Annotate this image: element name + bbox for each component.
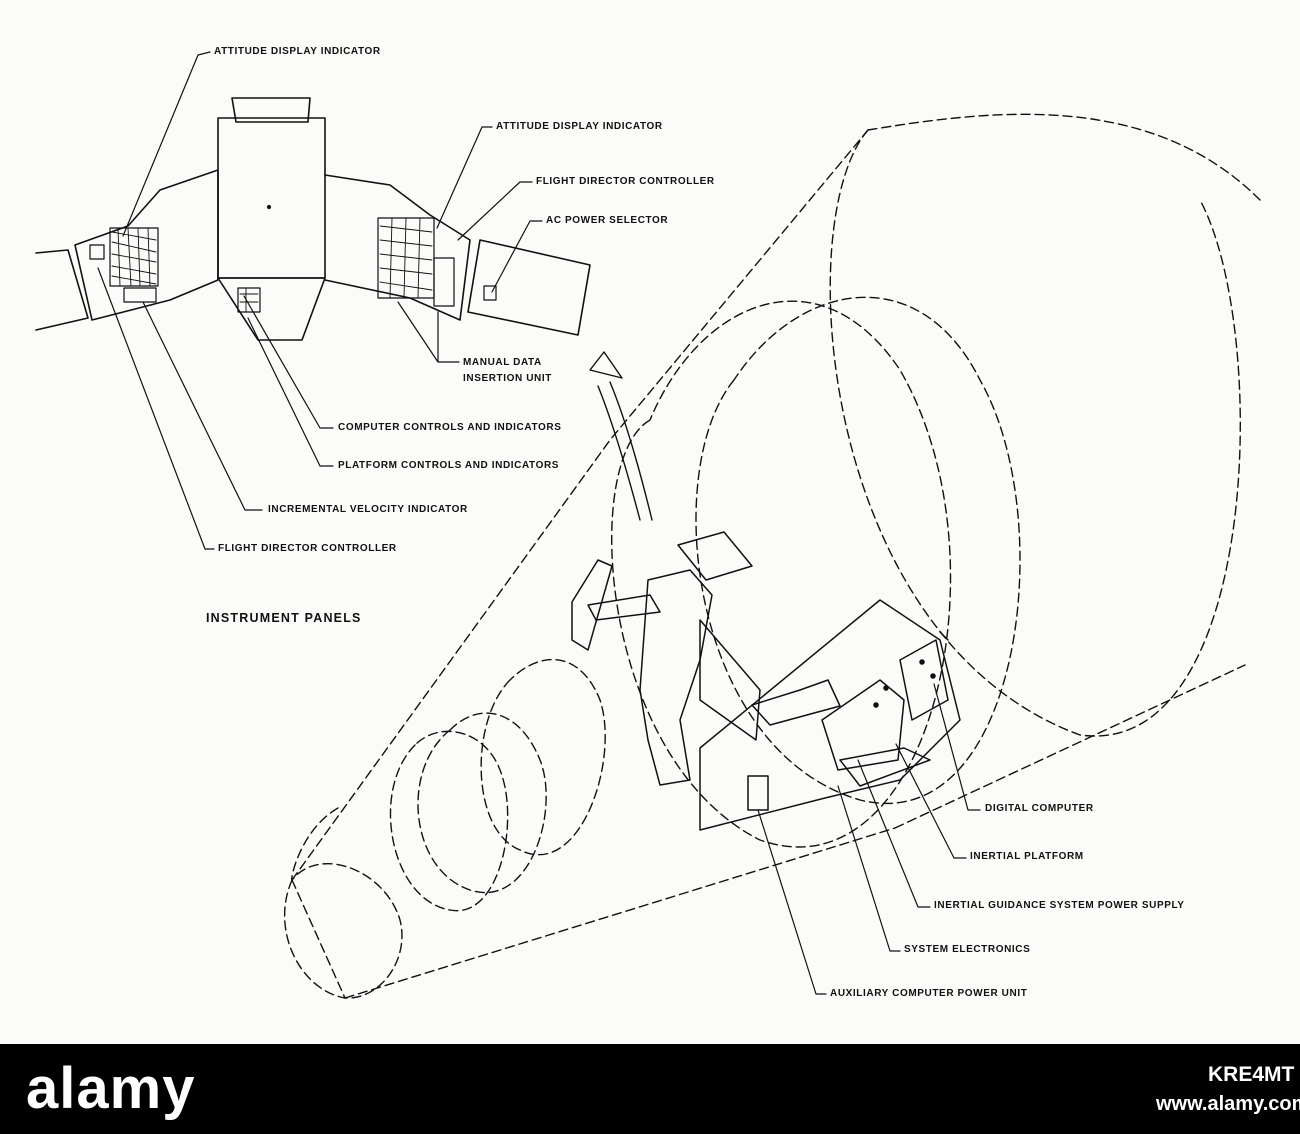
label-igs-power-supply: INERTIAL GUIDANCE SYSTEM POWER SUPPLY [934,900,1185,911]
label-inertial-platform: INERTIAL PLATFORM [970,851,1084,862]
label-incremental-velocity: INCREMENTAL VELOCITY INDICATOR [268,504,468,515]
section-title: INSTRUMENT PANELS [206,611,362,625]
label-attitude-display-left: ATTITUDE DISPLAY INDICATOR [214,46,381,57]
line-drawing [35,51,1261,999]
instrument-panel-drawing [35,51,591,550]
label-attitude-display-right: ATTITUDE DISPLAY INDICATOR [496,121,663,132]
watermark-footer [0,1044,1300,1134]
image-id: KRE4MT [1208,1063,1295,1086]
label-manual-data-line1: MANUAL DATA [463,357,542,368]
label-flight-director-controller-left: FLIGHT DIRECTOR CONTROLLER [218,543,397,554]
diagram-canvas: ATTITUDE DISPLAY INDICATOR ATTITUDE DISP… [35,46,1261,999]
site-url: www.alamy.com [1156,1093,1300,1115]
label-platform-controls: PLATFORM CONTROLS AND INDICATORS [338,460,560,471]
label-aux-computer-power: AUXILIARY COMPUTER POWER UNIT [830,988,1028,999]
interior-equipment [571,531,961,831]
equipment-leader-lines [757,683,981,995]
label-flight-director-controller-right: FLIGHT DIRECTOR CONTROLLER [536,176,715,187]
label-system-electronics: SYSTEM ELECTRONICS [904,944,1031,955]
label-manual-data-line2: INSERTION UNIT [463,373,552,384]
brand-logo: alamy [26,1056,196,1121]
callout-arrow [589,351,653,521]
label-computer-controls: COMPUTER CONTROLS AND INDICATORS [338,422,562,433]
label-ac-power-selector: AC POWER SELECTOR [546,215,669,226]
spacecraft-cone [283,113,1261,999]
label-digital-computer: DIGITAL COMPUTER [985,803,1094,814]
